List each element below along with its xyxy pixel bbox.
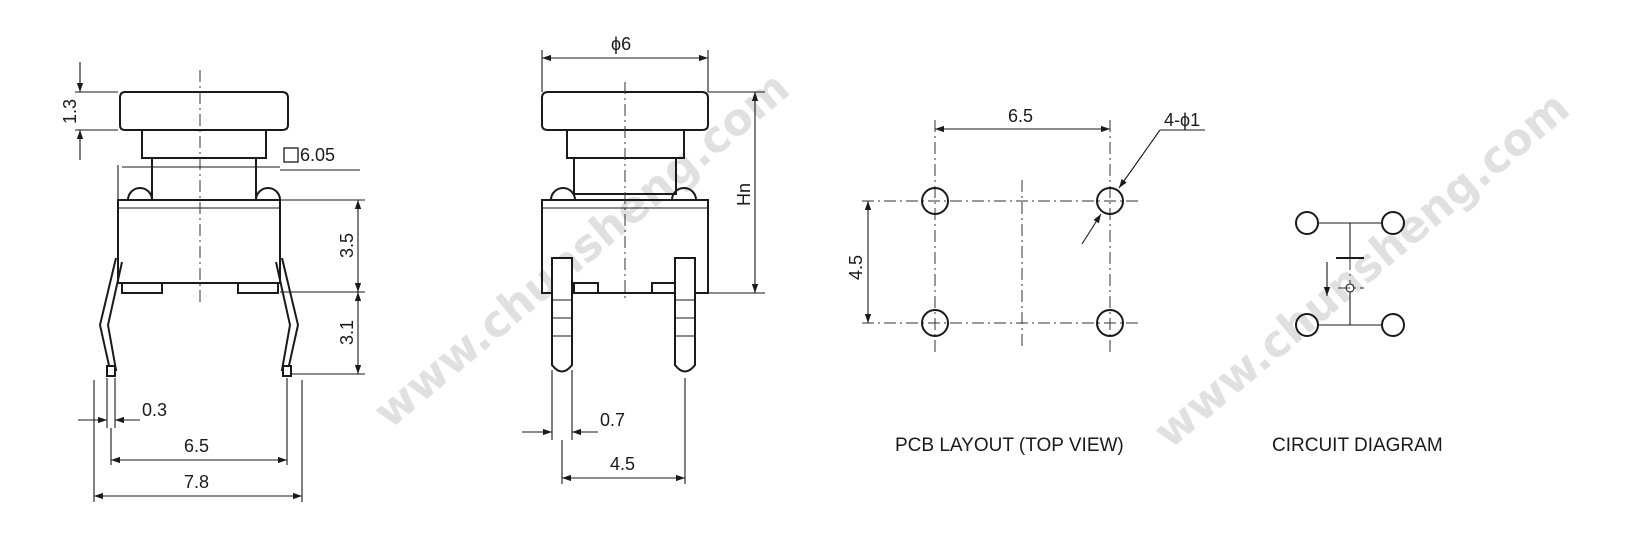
side-leg-right: [275, 257, 300, 371]
side-nub-right: [255, 187, 281, 201]
watermark: www.chunsheng.com www.chunsheng.com: [364, 62, 1579, 459]
side-dim-square: 6.05: [300, 145, 335, 165]
pcb-hole-tl: [921, 187, 949, 215]
side-cap: [119, 91, 289, 131]
front-lead-right: [674, 257, 696, 373]
side-dim-pitch: 6.5: [184, 436, 209, 456]
circuit-terminal-br: [1381, 313, 1405, 337]
circuit-terminal-tl: [1295, 211, 1319, 235]
side-plunger: [151, 157, 257, 201]
front-cap: [541, 91, 709, 131]
side-leg-left: [98, 257, 123, 371]
side-stem: [141, 129, 267, 159]
side-dim-lead: 0.3: [142, 400, 167, 420]
circuit-diagram-caption: CIRCUIT DIAGRAM: [1272, 435, 1443, 456]
watermark-text-2: www.chunsheng.com: [1144, 82, 1579, 459]
front-dim-pitch: 4.5: [610, 454, 635, 474]
pcb-dim-holes: 4-ϕ1: [1164, 110, 1200, 130]
square-symbol: [283, 147, 299, 163]
side-dim-width: 7.8: [184, 472, 209, 492]
front-view: ϕ6 Hn 0.7 4.5: [522, 34, 765, 484]
side-foot-left: [121, 282, 163, 294]
pcb-hole-bl: [921, 309, 949, 337]
pcb-dim-x: 6.5: [1008, 106, 1033, 126]
side-view: 1.3 6.05 3.5 3.1 0.3 6.5 7.8: [60, 62, 365, 502]
pcb-layout-caption: PCB LAYOUT (TOP VIEW): [895, 435, 1124, 456]
side-foot-right: [237, 282, 279, 294]
pcb-dim-y: 4.5: [846, 255, 866, 280]
front-dim-height: Hn: [734, 183, 754, 206]
front-lead-left: [551, 257, 573, 373]
pcb-hole-tr: [1096, 187, 1124, 215]
side-body: [117, 199, 281, 284]
watermark-text-1: www.chunsheng.com: [364, 62, 799, 439]
side-nub-left: [127, 187, 153, 201]
side-dim-body: 3.5: [337, 233, 357, 258]
circuit-diagram: CIRCUIT DIAGRAM: [1272, 211, 1443, 456]
pcb-hole-br: [1096, 309, 1124, 337]
side-dim-cap-height: 1.3: [60, 99, 80, 124]
pcb-layout: 6.5 4.5 4-ϕ1 PCB LAYOUT (TOP VIEW): [846, 106, 1205, 456]
side-dim-leg: 3.1: [337, 320, 357, 345]
front-dim-lead: 0.7: [600, 410, 625, 430]
front-dim-cap-dia: ϕ6: [611, 34, 631, 54]
